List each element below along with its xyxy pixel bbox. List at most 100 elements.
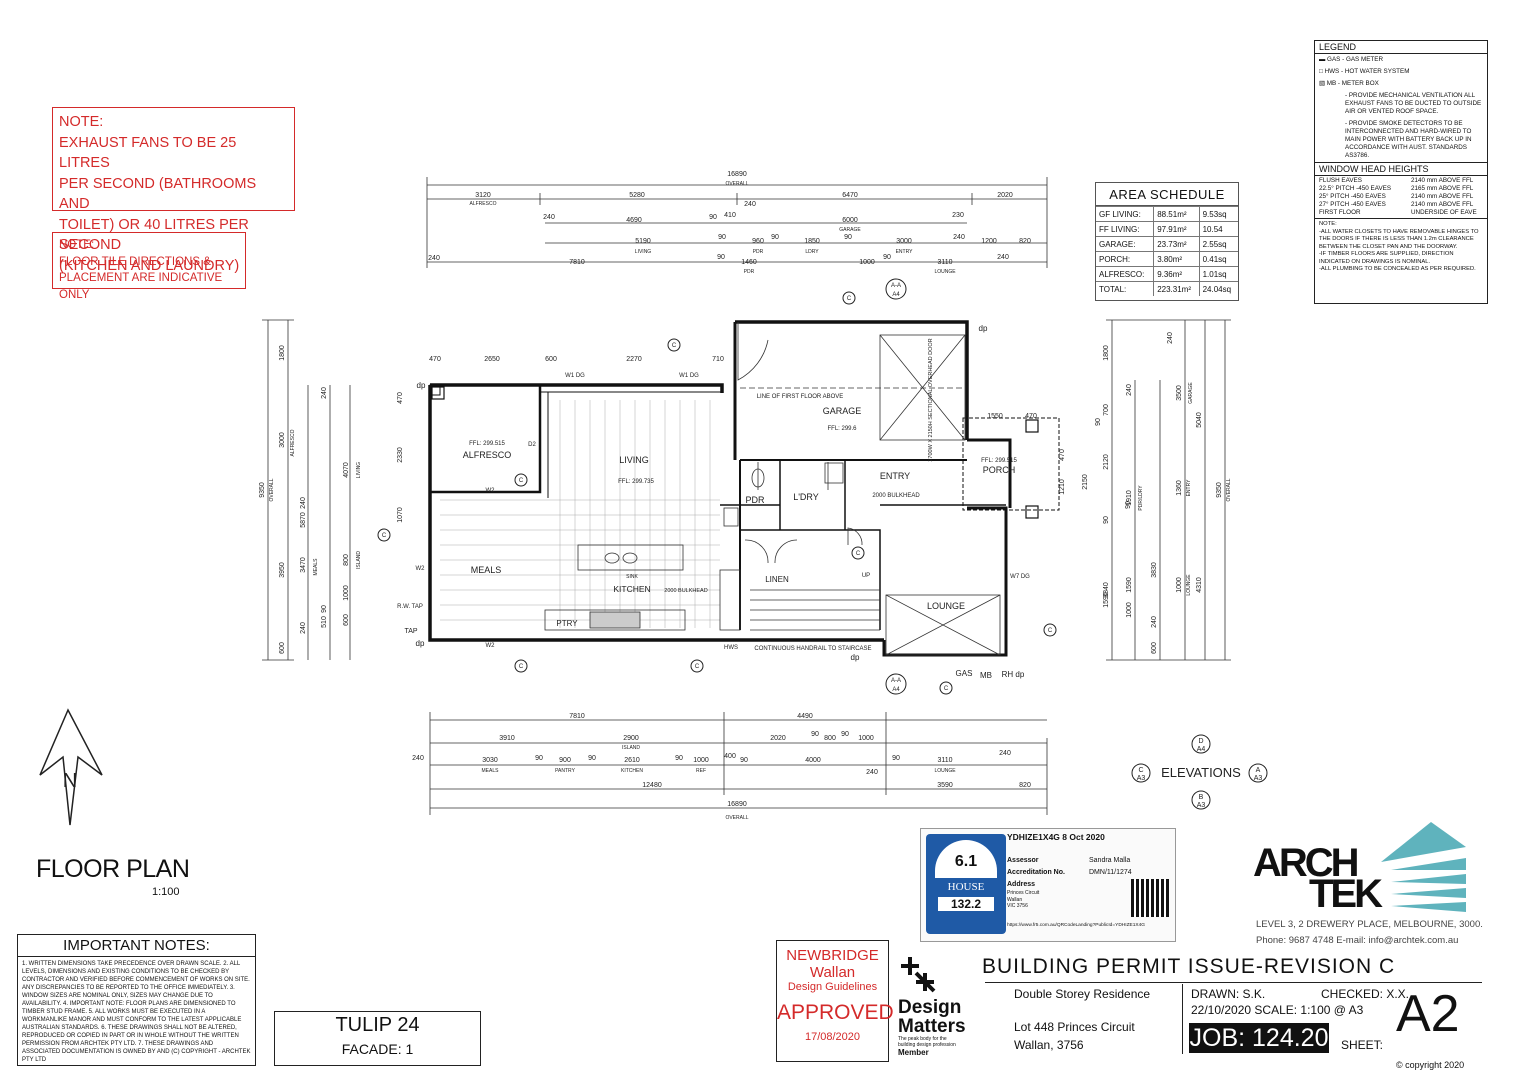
legend-notes: NOTE: -ALL WATER CLOSETS TO HAVE REMOVAB… — [1315, 219, 1487, 276]
room-label-living: LIVING — [619, 455, 649, 465]
area-m2: 23.73m² — [1153, 236, 1200, 252]
dim-text: ISLAND — [356, 551, 362, 569]
room-label-entry: ENTRY — [880, 471, 910, 481]
elevations-label: ELEVATIONS — [1161, 765, 1241, 780]
dim-text: 240 — [300, 497, 307, 509]
dim-text: 4690 — [626, 217, 642, 224]
tile-note-heading: NOTE: — [59, 239, 95, 251]
dim-text: 90 — [709, 214, 717, 221]
dim-text: ALFRESCO — [290, 429, 296, 456]
accreditation-label: Accreditation No. — [1007, 869, 1065, 876]
dim-text: PDR/LDRY — [1138, 485, 1144, 511]
dim-text: 3590 — [937, 782, 953, 789]
legend-title: LEGEND — [1315, 41, 1487, 54]
dim-text: 1070 — [397, 507, 404, 523]
permit-title: BUILDING PERMIT ISSUE-REVISION C — [982, 955, 1396, 978]
dim-text: PDR — [744, 269, 755, 275]
assessor-label: Assessor — [1007, 857, 1039, 864]
dim-text: OVERALL — [725, 815, 748, 821]
dim-text: 3030 — [482, 757, 498, 764]
window-pitch: 25° PITCH -450 EAVES — [1319, 193, 1386, 200]
address-line: Wallan — [1007, 896, 1023, 903]
dim-text: 3000 — [896, 238, 912, 245]
dim-text: 2610 — [624, 757, 640, 764]
dim-text: 470 — [397, 392, 404, 404]
window-label: W7 DG — [1010, 574, 1030, 580]
legend-item-label: HWS - HOT WATER SYSTEM — [1324, 68, 1410, 75]
dim-text: 240 — [997, 254, 1009, 261]
exhaust-note-line: (KITCHEN AND LAUNDRY) — [59, 257, 240, 274]
dim-text: 900 — [559, 757, 571, 764]
energy-rating-certificate: 6.1 HOUSE 132.2 YDHIZE1X4G 8 Oct 2020 As… — [920, 828, 1176, 942]
section-mark: A4 — [892, 292, 900, 298]
area-m2: 223.31m² — [1153, 281, 1200, 296]
dim-text: GARAGE — [1188, 382, 1194, 404]
dim-text: LOUNGE — [934, 269, 956, 275]
kitchen-fixtures — [544, 462, 880, 631]
dim-text: 240 — [953, 234, 965, 241]
certificate-values: Sandra Malla DMN/11/1274 — [1089, 855, 1132, 879]
downpipe-label: dp — [417, 381, 426, 390]
dim-text: LOUNGE — [1186, 574, 1192, 596]
exhaust-note-line: PER SECOND (BATHROOMS AND — [59, 175, 257, 213]
dim-text: 3120 — [475, 192, 491, 199]
room-label-pantry: PTRY — [556, 619, 578, 628]
certificate-url: https://www.fr5.com.au/QRCodeLanding?Pub… — [1007, 923, 1145, 928]
dim-text: 90 — [1103, 516, 1110, 524]
dim-text: 700 — [1103, 404, 1110, 416]
dim-text: 2330 — [397, 447, 404, 463]
design-matters-word: Design — [898, 997, 962, 1018]
c-mark: C — [944, 686, 949, 692]
dim-text: 3470 — [300, 557, 307, 573]
dim-text: PANTRY — [555, 768, 575, 774]
exhaust-note: NOTE: EXHAUST FANS TO BE 25 LITRES PER S… — [52, 107, 295, 274]
dim-text: 470 — [429, 356, 441, 363]
dim-text: 90 — [811, 731, 819, 738]
area-m2: 9.36m² — [1153, 266, 1200, 282]
room-label-kitchen: KITCHEN — [613, 584, 650, 594]
elevation-mark: A3 — [1137, 775, 1146, 782]
dim-text: 240 — [428, 255, 440, 262]
design-matters-tagline: The peak body for the building design pr… — [898, 1036, 956, 1048]
area-sq: 9.53sq — [1198, 206, 1238, 222]
c-mark: C — [382, 533, 387, 539]
dim-text: OVERALL — [725, 181, 748, 187]
site-address-line: Wallan, 3756 — [1014, 1038, 1084, 1052]
dim-text: 2150 — [1082, 474, 1089, 490]
c-mark: C — [856, 551, 861, 557]
dim-text: 90 — [321, 605, 328, 613]
area-label: ALFRESCO: — [1096, 266, 1154, 282]
dim-text: 800 — [824, 735, 836, 742]
dim-text: 90 — [841, 731, 849, 738]
section-mark: A-A — [891, 283, 901, 289]
dim-text: ISLAND — [622, 745, 640, 751]
approval-date: 17/08/2020 — [804, 1031, 861, 1043]
dim-text: 90 — [717, 254, 725, 261]
legend-note-line: -ALL WATER CLOSETS TO HAVE REMOVABLE HIN… — [1319, 228, 1479, 250]
dim-text: 90 — [535, 755, 543, 762]
design-matters-icon — [901, 957, 936, 993]
dim-text: 6470 — [842, 192, 858, 199]
qr-code-icon — [1131, 879, 1169, 917]
exhaust-note-line: TOILET) OR 40 LITRES PER SECOND — [59, 216, 249, 254]
dim-text: 90 — [844, 234, 852, 241]
area-sq: 24.04sq — [1198, 281, 1238, 296]
room-ffl: FFL: 299.515 — [469, 441, 505, 447]
window-label: W2 — [486, 488, 496, 494]
date-and-scale: 22/10/2020 SCALE: 1:100 @ A3 — [1191, 1003, 1364, 1017]
dim-text: 2900 — [623, 735, 639, 742]
room-label-lounge: LOUNGE — [927, 601, 965, 611]
dim-text: 9350 — [259, 482, 266, 498]
area-schedule-title: AREA SCHEDULE — [1096, 183, 1238, 206]
section-mark: A4 — [892, 687, 900, 693]
approval-stamp: NEWBRIDGE Wallan Design Guidelines APPRO… — [776, 940, 894, 1062]
dim-text: 2270 — [626, 356, 642, 363]
exhaust-note-line: EXHAUST FANS TO BE 25 LITRES — [59, 134, 237, 172]
rw-tap-label: R.W. TAP — [397, 604, 423, 610]
checked-by: CHECKED: X.X. — [1321, 987, 1410, 1001]
dim-text: 240 — [321, 387, 328, 399]
